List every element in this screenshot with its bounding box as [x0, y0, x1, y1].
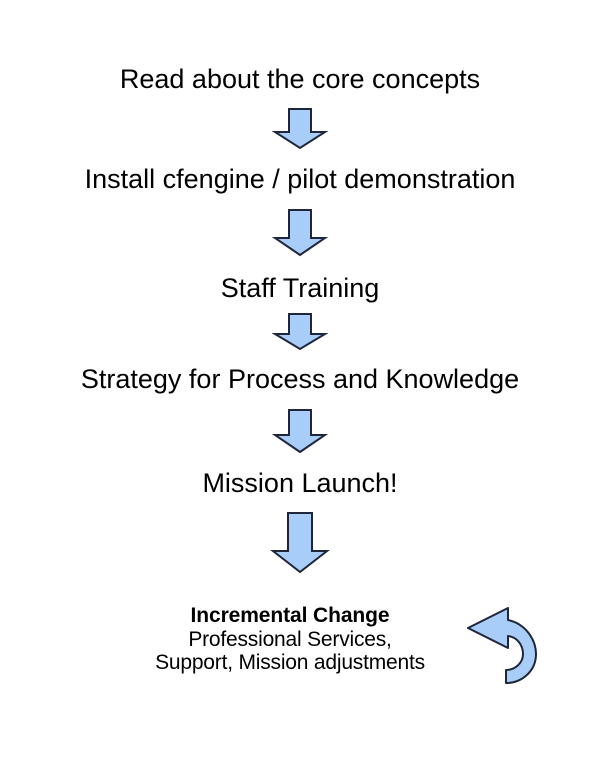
final-step-title: Incremental Change	[190, 604, 390, 627]
down-arrow-icon-4	[272, 409, 328, 454]
circular-loop-arrow-icon	[467, 607, 537, 684]
final-step-block: Incremental Change Professional Services…	[0, 604, 580, 675]
down-arrow-icon-1	[272, 108, 328, 150]
flow-step-3-label: Staff Training	[220, 273, 380, 303]
flow-step-2-label: Install cfengine / pilot demonstration	[84, 164, 516, 194]
down-arrow-icon-2	[272, 209, 328, 257]
flow-step-5-label: Mission Launch!	[202, 468, 398, 498]
down-arrow-icon-5	[270, 512, 330, 574]
final-step-line-1: Professional Services,	[188, 627, 392, 651]
final-step-line-2: Support, Mission adjustments	[155, 651, 425, 675]
flow-step-1-label: Read about the core concepts	[119, 64, 481, 94]
down-arrow-icon-3	[272, 313, 328, 351]
flow-step-4-label: Strategy for Process and Knowledge	[80, 364, 520, 394]
